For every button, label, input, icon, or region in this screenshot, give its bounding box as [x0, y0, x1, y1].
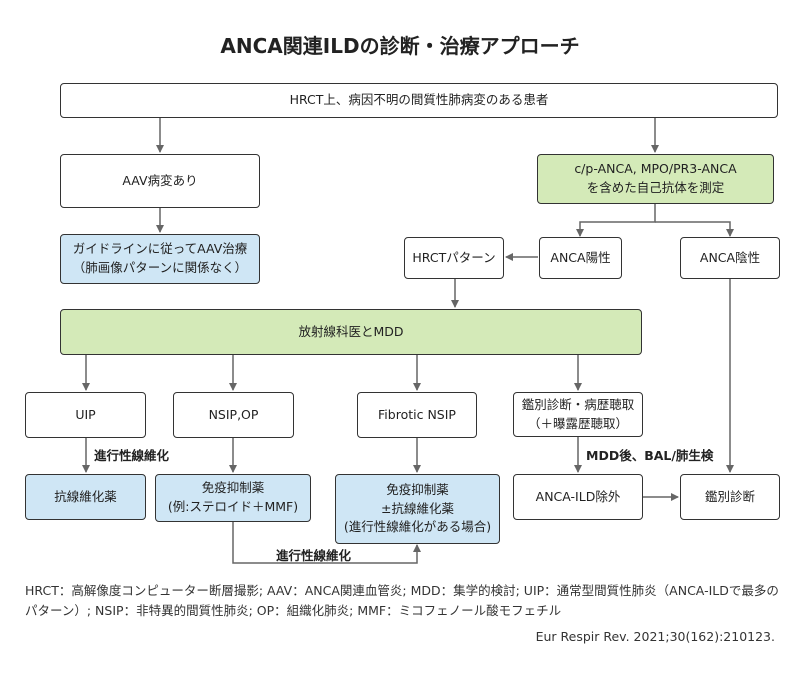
node-differential-history: 鑑別診断・病歴聴取 （＋曝露歴聴取）: [513, 392, 643, 437]
node-text: HRCT上、病因不明の間質性肺病変のある患者: [289, 92, 549, 108]
node-immunosuppressant-antifibrotic: 免疫抑制薬 ±抗線維化薬 (進行性線維化がある場合): [335, 474, 500, 544]
node-differential-diagnosis: 鑑別診断: [680, 474, 780, 520]
citation: Eur Respir Rev. 2021;30(162):210123.: [535, 629, 775, 644]
node-text: (例:ステロイド＋MMF): [167, 499, 299, 514]
node-text: UIP: [75, 406, 96, 422]
node-guideline-treatment: ガイドラインに従ってAAV治療 （肺画像パターンに関係なく）: [60, 234, 260, 284]
footnote: HRCT：高解像度コンピューター断層撮影; AAV：ANCA関連血管炎; MDD…: [25, 583, 779, 618]
node-text: 免疫抑制薬: [201, 480, 265, 496]
node-text: ANCA-ILD除外: [535, 488, 621, 504]
edge-label-progressive-fibrosis: 進行性線維化: [276, 548, 352, 563]
node-anca-negative: ANCA陰性: [680, 237, 780, 279]
page-title: ANCA関連ILDの診断・治療アプローチ: [220, 34, 580, 58]
node-text: 鑑別診断: [704, 488, 755, 504]
arrow-test-to-anca-pos: [576, 204, 656, 237]
node-radiologist-mdd: 放射線科医とMDD: [60, 309, 642, 355]
edge-label-progressive-fibrosis: 進行性線維化: [94, 448, 170, 463]
node-uip: UIP: [25, 392, 146, 438]
node-immunosuppressant: 免疫抑制薬 (例:ステロイド＋MMF): [155, 474, 311, 522]
node-nsip-op: NSIP,OP: [173, 392, 294, 438]
node-anca-positive: ANCA陽性: [539, 237, 622, 279]
node-text: ANCA陽性: [550, 249, 611, 265]
node-anca-ild-excluded: ANCA-ILD除外: [513, 474, 643, 520]
node-text: (進行性線維化がある場合): [343, 519, 492, 535]
arrow-test-to-anca-neg: [655, 221, 734, 237]
arrow-immuno-to-immuno2: [232, 522, 421, 564]
node-text: ガイドラインに従ってAAV治療: [72, 241, 248, 257]
node-text: 放射線科医とMDD: [298, 323, 404, 339]
node-hrct-pattern: HRCTパターン: [404, 237, 504, 279]
node-text: 鑑別診断・病歴聴取: [521, 396, 635, 412]
node-text: 抗線維化薬: [54, 488, 117, 504]
node-fibrotic-nsip: Fibrotic NSIP: [357, 392, 477, 438]
node-text: ANCA陰性: [699, 249, 761, 265]
node-text: （肺画像パターンに関係なく）: [72, 260, 248, 275]
node-patient-with-ild: HRCT上、病因不明の間質性肺病変のある患者: [60, 83, 778, 118]
node-text: を含めた自己抗体を測定: [586, 180, 725, 195]
node-text: Fibrotic NSIP: [378, 406, 456, 422]
node-text: NSIP,OP: [208, 406, 259, 422]
node-text: c/p-ANCA, MPO/PR3-ANCA: [574, 161, 737, 177]
node-text: ±抗線維化薬: [381, 500, 454, 516]
node-autoantibody-test: c/p-ANCA, MPO/PR3-ANCA を含めた自己抗体を測定: [537, 154, 774, 204]
node-antifibrotic: 抗線維化薬: [25, 474, 146, 520]
node-text: HRCTパターン: [412, 249, 496, 265]
edge-label-mdd-bal-biopsy: MDD後、BAL/肺生検: [586, 448, 714, 463]
node-aav-lesion: AAV病変あり: [60, 154, 260, 208]
node-text: （＋曝露歴聴取）: [527, 415, 628, 431]
node-text: 免疫抑制薬: [386, 481, 449, 497]
node-text: AAV病変あり: [122, 172, 198, 188]
